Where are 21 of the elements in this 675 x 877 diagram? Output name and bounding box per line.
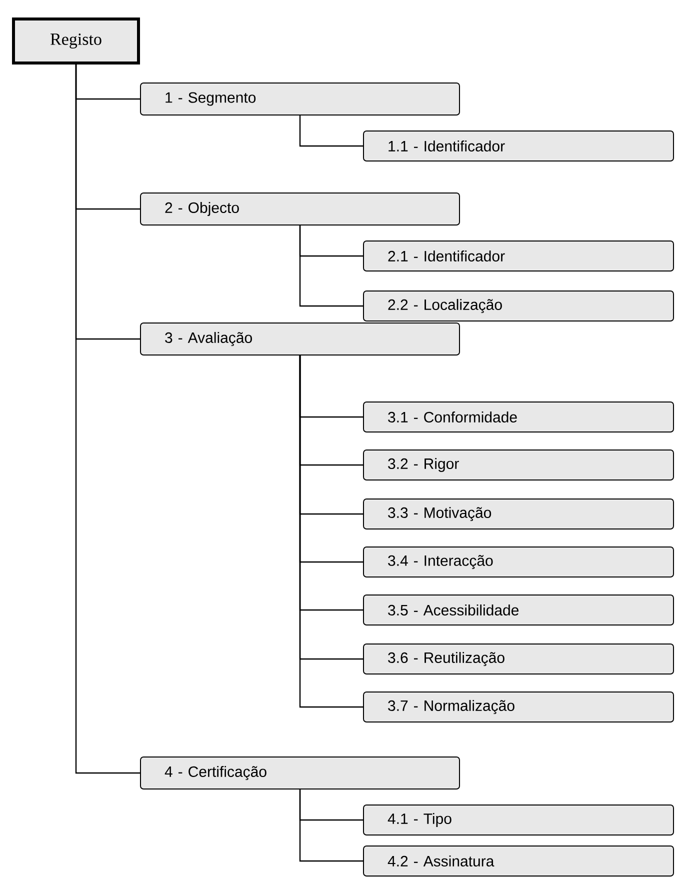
item-box: 4.2 - Assinatura [363, 846, 674, 876]
connector-line [299, 226, 363, 307]
category-box: 1 - Segmento [140, 82, 460, 116]
item-box: 4.1 - Tipo [363, 804, 674, 836]
item-box: 3.6 - Reutilização [363, 644, 674, 674]
item-box: 3.2 - Rigor [363, 450, 674, 480]
item-box: 3.1 - Conformidade [363, 402, 674, 432]
item-box: 3.4 - Interacção [363, 546, 674, 578]
category-box: 2 - Objecto [140, 192, 460, 226]
connector-line [75, 64, 140, 774]
connector-line [299, 790, 363, 862]
item-box: 3.3 - Motivação [363, 498, 674, 530]
item-box: 1.1 - Identificador [363, 130, 674, 162]
item-box: 2.2 - Localização [363, 290, 674, 322]
root-box: Registo [12, 18, 140, 64]
connector-line [299, 116, 363, 147]
item-box: 3.5 - Acessibilidade [363, 594, 674, 626]
category-box: 3 - Avaliação [140, 322, 460, 356]
item-box: 2.1 - Identificador [363, 240, 674, 272]
category-box: 4 - Certificação [140, 756, 460, 790]
item-box: 3.7 - Normalização [363, 692, 674, 722]
